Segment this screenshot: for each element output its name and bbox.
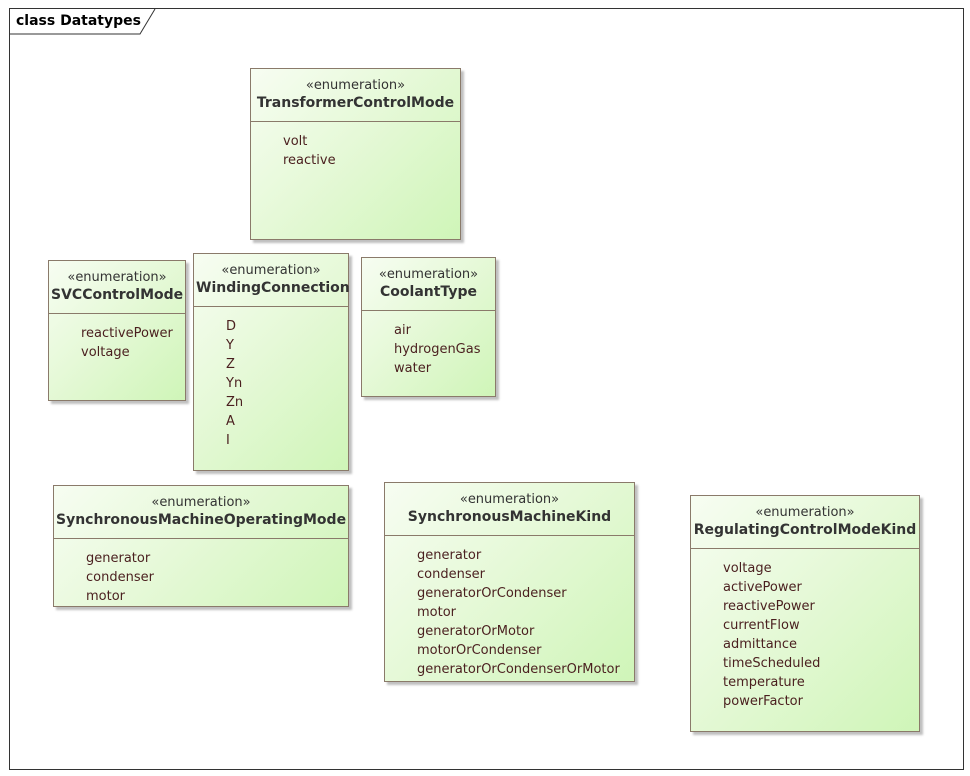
enum-literal: generatorOrCondenserOrMotor [417, 662, 620, 677]
class-name: SynchronousMachineKind [407, 509, 612, 525]
enum-literal: volt [283, 134, 308, 149]
enum-literal: A [226, 414, 235, 429]
enum-literal: water [394, 361, 432, 376]
enum-literal: reactivePower [81, 326, 173, 341]
class-name: RegulatingControlModeKind [693, 522, 917, 538]
enum-class-coolant-type[interactable]: «enumeration» CoolantType air hydrogenGas wa… [361, 257, 496, 397]
stereotype-label: «enumeration» [305, 78, 406, 93]
class-header: «enumeration» RegulatingControlModeKind [691, 496, 919, 549]
stereotype-label: «enumeration» [151, 495, 251, 510]
stereotype-label: «enumeration» [459, 492, 560, 507]
enum-literal: motor [417, 605, 457, 620]
enum-literal: condenser [417, 567, 485, 582]
enum-literal: generatorOrCondenser [417, 586, 567, 601]
enum-literal-list: reactivePower voltage [49, 314, 185, 362]
enum-literal-list: generator condenser motor [54, 539, 348, 606]
enum-literal: generator [86, 551, 151, 566]
class-name: TransformerControlMode [256, 95, 455, 111]
enum-literal-list: voltage activePower reactivePower currentFl… [691, 549, 919, 711]
class-header: «enumeration» SynchronousMachineOperating… [54, 486, 348, 539]
class-name: SynchronousMachineOperatingMode [56, 512, 347, 528]
enum-literal: voltage [81, 345, 130, 360]
enum-literal: Yn [226, 376, 243, 391]
stereotype-label: «enumeration» [67, 270, 167, 285]
class-header: «enumeration» SVCControlMode [49, 261, 185, 314]
enum-class-svc-control-mode[interactable]: «enumeration» SVCControlMode reactivePower… [48, 260, 186, 401]
enum-literal: Z [226, 357, 235, 372]
enum-literal: D [226, 319, 237, 334]
enum-literal-list: generator condenser generatorOrCondenser mo… [385, 536, 634, 679]
frame-tab-outline [10, 9, 156, 35]
enum-literal: voltage [723, 561, 772, 576]
class-name: WindingConnection [196, 280, 350, 296]
class-header: «enumeration» TransformerControlMode [251, 69, 460, 122]
enum-literal: reactivePower [723, 599, 815, 614]
class-header: «enumeration» WindingConnection [194, 254, 350, 307]
class-name: CoolantType [380, 284, 477, 300]
enum-literal: generatorOrMotor [417, 624, 535, 639]
stereotype-label: «enumeration» [221, 263, 321, 278]
enum-literal: reactive [283, 153, 336, 168]
enum-literal: admittance [723, 637, 798, 652]
enum-literal: activePower [723, 580, 802, 595]
enum-class-transformer-control-mode[interactable]: «enumeration» TransformerControlMode volt r… [250, 68, 461, 240]
enum-literal: hydrogenGas [394, 342, 481, 357]
enum-literal: motorOrCondenser [417, 643, 542, 658]
stereotype-label: «enumeration» [378, 267, 479, 282]
enum-literal: air [394, 323, 411, 338]
stereotype-label: «enumeration» [755, 505, 855, 520]
class-header: «enumeration» CoolantType [362, 258, 495, 311]
enum-literal: condenser [86, 570, 154, 585]
enum-literal-list: volt reactive [251, 122, 460, 170]
enum-literal-list: air hydrogenGas water [362, 311, 495, 378]
enum-literal: powerFactor [723, 694, 803, 709]
enum-literal: temperature [723, 675, 805, 690]
enum-literal: motor [86, 589, 126, 604]
enum-class-synchronous-machine-operating-mode[interactable]: «enumeration» SynchronousMachineOperating… [53, 485, 349, 607]
enum-literal: generator [417, 548, 482, 563]
enum-literal: currentFlow [723, 618, 800, 633]
enum-literal: Y [226, 338, 234, 353]
enum-literal: timeScheduled [723, 656, 821, 671]
enum-literal: Zn [226, 395, 244, 410]
frame-title: class Datatypes [16, 13, 141, 29]
enum-class-synchronous-machine-kind[interactable]: «enumeration» SynchronousMachineKind gener… [384, 482, 635, 682]
class-name: SVCControlMode [51, 287, 184, 303]
enum-class-regulating-control-mode-kind[interactable]: «enumeration» RegulatingControlModeKind vo… [690, 495, 920, 732]
class-header: «enumeration» SynchronousMachineKind [385, 483, 634, 536]
enum-literal: I [226, 433, 230, 448]
